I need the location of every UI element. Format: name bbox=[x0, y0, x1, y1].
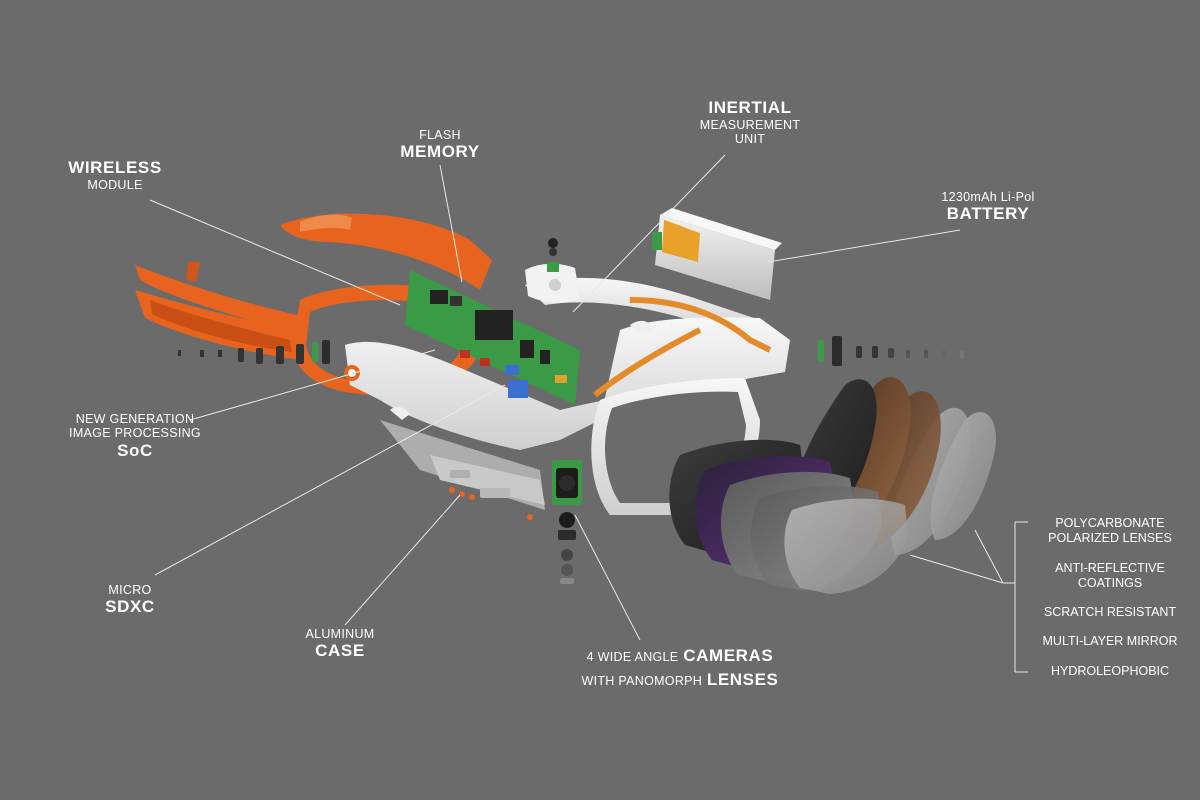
cameras-label-big1: CAMERAS bbox=[683, 646, 774, 665]
inertial-label-small2: UNIT bbox=[734, 131, 766, 146]
lens-feature-multi-layer-mirror: MULTI-LAYER MIRROR bbox=[1042, 634, 1178, 648]
wireless-label-small: MODULE bbox=[87, 177, 143, 192]
battery-label-big: BATTERY bbox=[946, 204, 1030, 224]
case-label-big: CASE bbox=[315, 641, 365, 661]
wireless-label-big: WIRELESS bbox=[68, 158, 162, 177]
lens-feature-polycarbonate: POLYCARBONATE POLARIZED LENSES bbox=[1048, 516, 1172, 545]
callout-inertial-unit: INERTIAL MEASUREMENT UNIT bbox=[695, 98, 805, 146]
soc-label-small1: NEW GENERATION bbox=[75, 412, 195, 426]
flash-label-big: MEMORY bbox=[400, 142, 480, 162]
callout-micro-sdxc: MICRO SDXC bbox=[90, 583, 170, 617]
lens-feature-anti-reflective: ANTI-REFLECTIVE COATINGS bbox=[1055, 561, 1165, 590]
callout-battery: 1230mAh Li-Pol BATTERY bbox=[918, 190, 1058, 224]
lens-stack bbox=[669, 377, 996, 594]
battery bbox=[652, 208, 782, 300]
flash-label-small: FLASH bbox=[419, 128, 461, 142]
lens-feature-hydroleophobic: HYDROLEOPHOBIC bbox=[1050, 664, 1170, 678]
leader-lines bbox=[149, 154, 1028, 673]
cameras-label-small2: WITH PANOMORPH bbox=[581, 674, 703, 689]
case-label-small: ALUMINUM bbox=[305, 627, 375, 641]
callout-cameras: 4 WIDE ANGLE CAMERAS WITH PANOMORPH LENS… bbox=[560, 644, 800, 693]
sdxc-label-big: SDXC bbox=[105, 597, 155, 617]
flex-cable bbox=[593, 297, 772, 398]
sdxc-label-small: MICRO bbox=[108, 583, 152, 597]
callout-wireless-module: WIRELESS MODULE bbox=[60, 158, 170, 192]
soc-label-small2: IMAGE PROCESSING bbox=[69, 426, 201, 441]
cameras-label-small1: 4 WIDE ANGLE bbox=[586, 650, 679, 664]
soc-label-big: SoC bbox=[117, 440, 153, 460]
cameras-label-big2: LENSES bbox=[706, 670, 779, 690]
battery-label-small: 1230mAh Li-Pol bbox=[941, 190, 1035, 204]
inertial-label-small1: MEASUREMENT bbox=[699, 117, 801, 132]
callout-image-processing-soc: NEW GENERATION IMAGE PROCESSING SoC bbox=[55, 412, 215, 460]
camera-module bbox=[552, 460, 582, 584]
lens-feature-scratch-resistant: SCRATCH RESISTANT bbox=[1043, 605, 1177, 619]
hinge-parts bbox=[818, 336, 964, 366]
inertial-label-big: INERTIAL bbox=[708, 98, 792, 117]
imu-module bbox=[547, 238, 559, 272]
callout-aluminum-case: ALUMINUM CASE bbox=[285, 627, 395, 661]
callout-flash-memory: FLASH MEMORY bbox=[385, 128, 495, 162]
circuit-board bbox=[405, 270, 580, 405]
